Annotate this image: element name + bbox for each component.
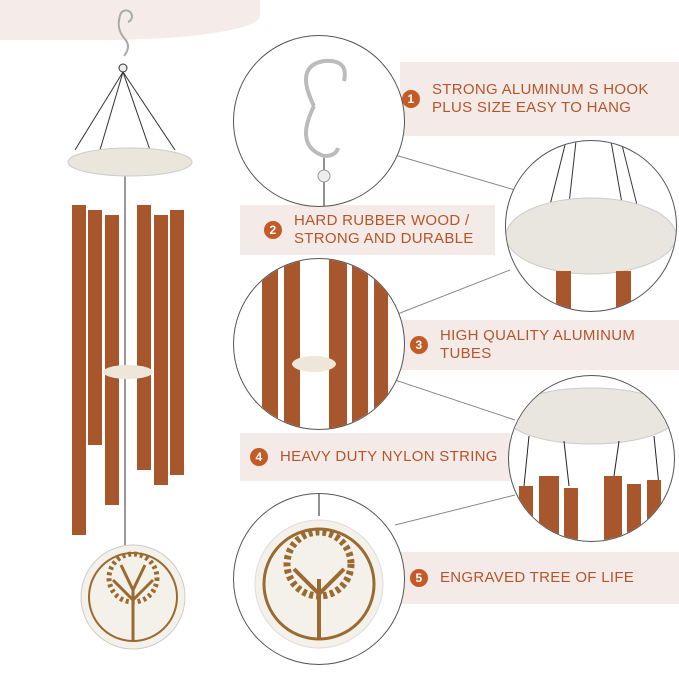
feature-text: HARD RUBBER WOOD / STRONG AND DURABLE [294,212,474,247]
hook-closeup [233,35,405,207]
feature-4: 4 HEAVY DUTY NYLON STRING [240,433,510,481]
number-badge: 1 [402,90,420,108]
number-badge: 5 [410,569,428,587]
tubes-closeup [233,258,405,430]
wind-chime [74,9,176,545]
string-closeup [508,375,675,542]
number-badge: 4 [250,448,268,466]
feature-text: STRONG ALUMINUM S HOOK PLUS SIZE EASY TO… [432,81,649,116]
tree-of-life [88,551,178,642]
wood-ring-closeup [505,140,677,312]
feature-text: HEAVY DUTY NYLON STRING [280,448,498,465]
tree-of-life-closeup [233,493,405,665]
number-badge: 2 [264,221,282,239]
feature-2: 2 HARD RUBBER WOOD / STRONG AND DURABLE [240,205,495,255]
number-badge: 3 [410,336,428,354]
feature-5: 5 ENGRAVED TREE OF LIFE [400,552,679,604]
feature-1: 1 STRONG ALUMINUM S HOOK PLUS SIZE EASY … [400,62,679,136]
feature-text: ENGRAVED TREE OF LIFE [440,569,635,586]
feature-3: 3 HIGH QUALITY ALUMINUM TUBES [400,320,679,370]
feature-text: HIGH QUALITY ALUMINUM TUBES [440,327,636,362]
